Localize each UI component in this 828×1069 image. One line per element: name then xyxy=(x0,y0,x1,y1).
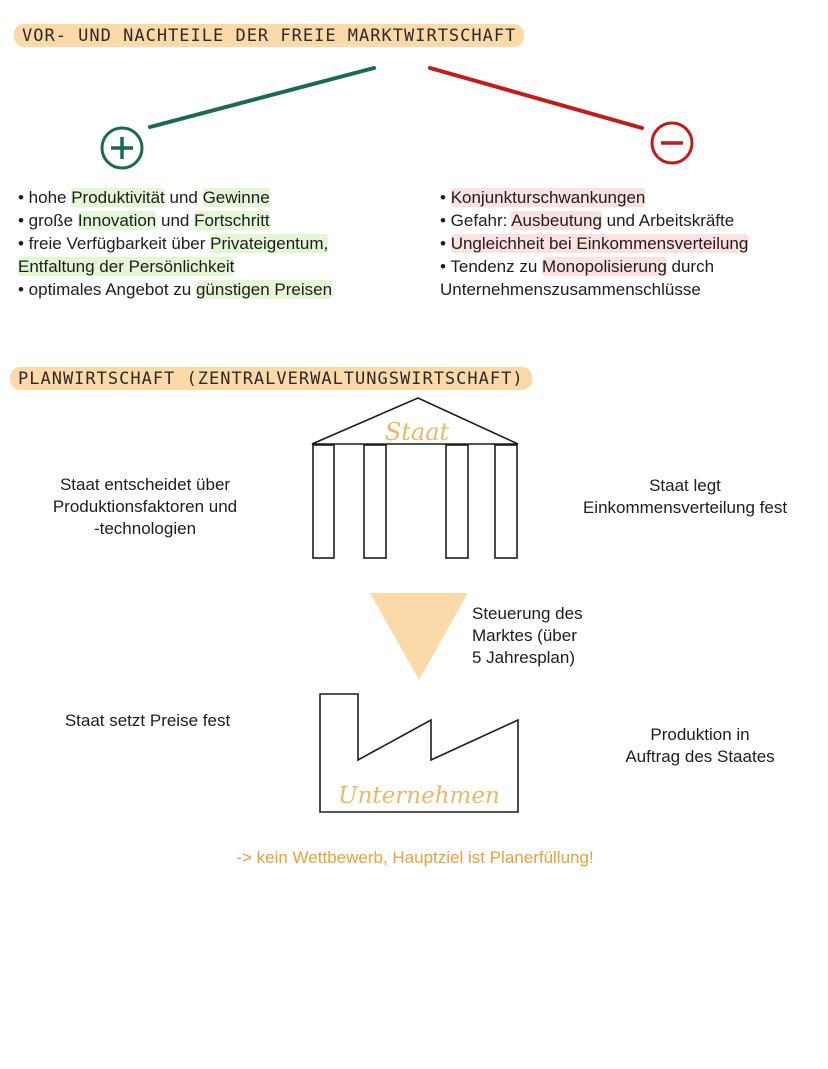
text-line: Staat setzt Preise fest xyxy=(64,711,231,730)
list-text: • xyxy=(440,188,451,207)
minus-circle-icon xyxy=(650,121,694,165)
section-title-market: VOR- UND NACHTEILE DER FREIE MARKTWIRTSC… xyxy=(14,24,525,47)
list-text: und Arbeitskräfte xyxy=(601,211,735,230)
highlighted-term: günstigen Preisen xyxy=(195,280,333,299)
list-text: • Tendenz zu xyxy=(440,257,543,276)
con-item: Unternehmenszusammenschlüsse xyxy=(440,278,748,301)
pro-item: Entfaltung der Persönlichkeit xyxy=(18,255,332,278)
cons-list: • Konjunkturschwankungen• Gefahr: Ausbeu… xyxy=(440,186,749,301)
list-text: • große xyxy=(18,211,78,230)
list-text: Unternehmenszusammenschlüsse xyxy=(440,280,701,299)
list-text: • Gefahr: xyxy=(440,211,512,230)
highlighted-term: Privateigentum, xyxy=(210,234,329,253)
highlighted-term: Entfaltung der Persönlichkeit xyxy=(18,257,235,276)
highlighted-term: Produktivität xyxy=(71,188,165,207)
pros-branch-line xyxy=(148,66,376,129)
list-text: • optimales Angebot zu xyxy=(18,280,196,299)
plus-circle-icon xyxy=(100,126,144,170)
text-production-order: Produktion in Auftrag des Staates xyxy=(590,724,810,768)
factory-label: Unternehmen xyxy=(338,783,500,809)
highlighted-term: Gewinne xyxy=(202,188,270,207)
highlighted-term: Ungleichheit bei Einkommensverteilung xyxy=(450,234,749,253)
highlighted-term: Ausbeutung xyxy=(511,211,602,230)
pro-item: • freie Verfügbarkeit über Privateigentu… xyxy=(18,232,332,255)
text-line: Marktes (über xyxy=(472,626,577,645)
list-text: • xyxy=(440,234,451,253)
list-text: • freie Verfügbarkeit über xyxy=(18,234,211,253)
con-item: • Ungleichheit bei Einkommensverteilung xyxy=(440,232,749,255)
state-temple-icon xyxy=(311,397,519,559)
text-line: Auftrag des Staates xyxy=(625,747,775,766)
con-item: • Tendenz zu Monopolisierung durch xyxy=(440,255,748,278)
control-arrow-triangle xyxy=(370,593,468,680)
list-text: • hohe xyxy=(18,188,72,207)
pro-item: • große Innovation und Fortschritt xyxy=(18,209,332,232)
text-line: Produktion in xyxy=(650,725,750,744)
section-title-plan: PLANWIRTSCHAFT (ZENTRALVERWALTUNGSWIRTSC… xyxy=(10,367,532,390)
text-line: Staat entscheidet über xyxy=(59,475,231,494)
pros-list: • hohe Produktivität und Gewinne• große … xyxy=(18,186,333,301)
pro-item: • hohe Produktivität und Gewinne xyxy=(18,186,332,209)
con-item: • Gefahr: Ausbeutung und Arbeitskräfte xyxy=(440,209,748,232)
highlighted-term: Innovation xyxy=(77,211,157,230)
cons-branch-line xyxy=(428,66,644,130)
text-line: 5 Jahresplan) xyxy=(472,648,576,667)
text-line: -technologien xyxy=(93,519,197,538)
list-text: und xyxy=(156,211,195,230)
conclusion-text: -> kein Wettbewerb, Hauptziel ist Planer… xyxy=(236,848,594,867)
text-state-prices: Staat setzt Preise fest xyxy=(30,710,265,732)
staat-label: Staat xyxy=(385,418,450,446)
factory-icon xyxy=(319,693,519,813)
text-line: Staat legt xyxy=(649,476,721,495)
list-text: und xyxy=(164,188,203,207)
con-item: • Konjunkturschwankungen xyxy=(440,186,748,209)
highlighted-term: Konjunkturschwankungen xyxy=(450,188,646,207)
pro-item: • optimales Angebot zu günstigen Preisen xyxy=(18,278,333,301)
list-text: durch xyxy=(666,257,715,276)
text-line: Produktionsfaktoren und xyxy=(52,497,238,516)
highlighted-term: Monopolisierung xyxy=(542,257,667,276)
text-line: Einkommensverteilung fest xyxy=(582,498,788,517)
highlighted-term: Fortschritt xyxy=(194,211,270,230)
text-line: Steuerung des xyxy=(472,604,583,623)
